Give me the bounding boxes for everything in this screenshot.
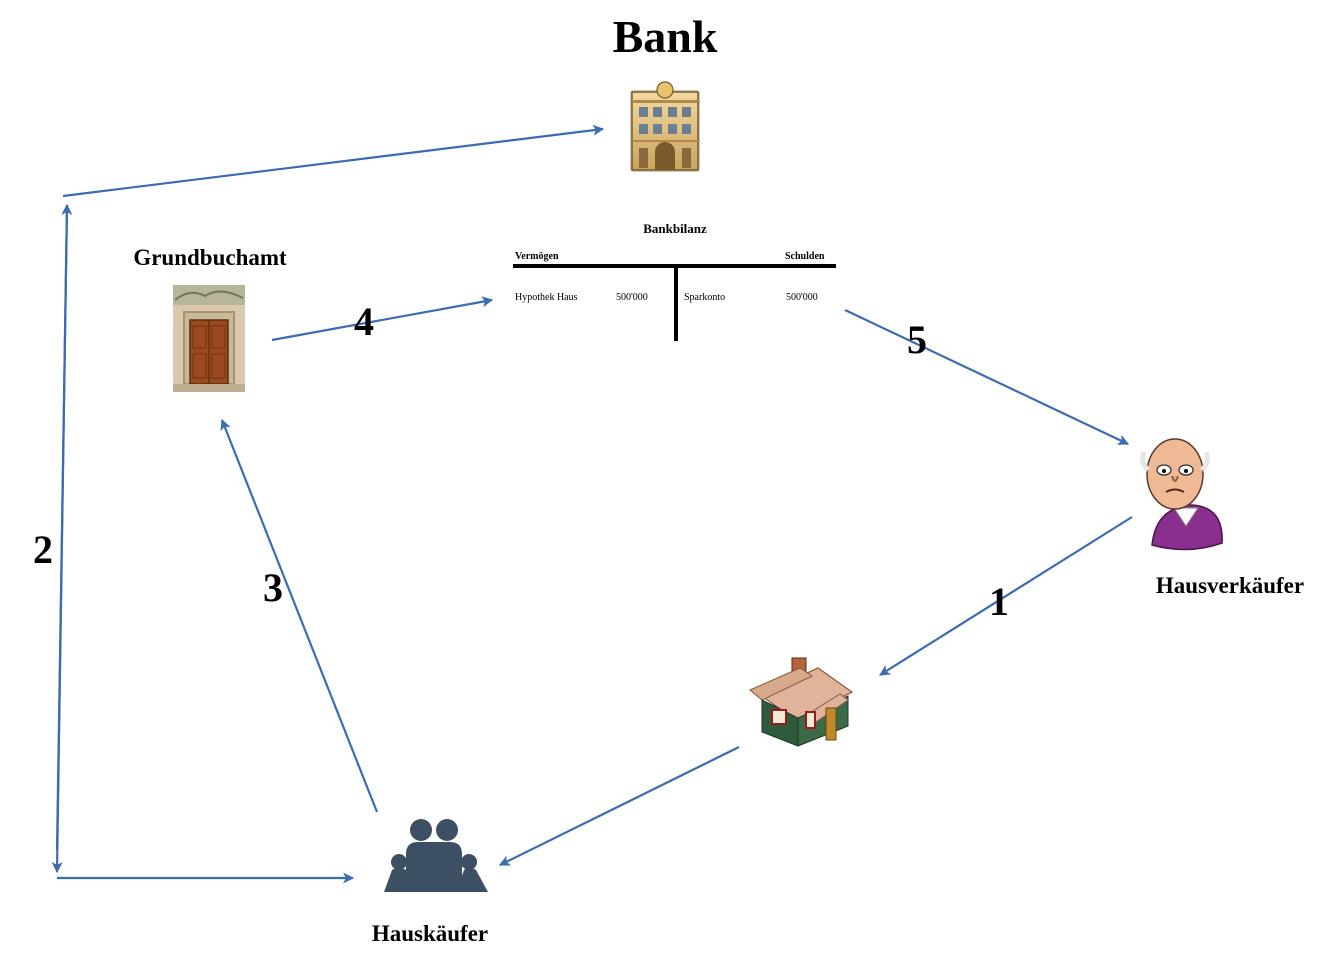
arrow-2-to-bank xyxy=(62,124,605,198)
balance-sheet-assets-header: Vermögen xyxy=(515,251,559,262)
balance-sheet-liabilities-header: Schulden xyxy=(785,251,825,262)
arrow-3-buyer-to-registry xyxy=(220,418,379,813)
arrow-5-balance-to-seller xyxy=(844,309,1129,445)
step-4-label: 4 xyxy=(354,299,374,344)
family-icon xyxy=(384,819,488,892)
old-man-icon xyxy=(1140,438,1223,551)
step-1-label: 1 xyxy=(989,579,1009,624)
arrow-house-to-buyer xyxy=(499,746,740,866)
balance-sheet-liability-value: 500'000 xyxy=(786,292,818,303)
door-icon xyxy=(173,285,245,392)
house-icon xyxy=(749,657,854,747)
balance-sheet-liability-name: Sparkonto xyxy=(684,292,726,303)
arrow-2-vertical-down xyxy=(51,204,69,874)
balance-sheet-lines xyxy=(513,264,836,341)
step-3-label: 3 xyxy=(263,565,283,610)
step-5-label: 5 xyxy=(907,317,927,362)
grundbuchamt-label: Grundbuchamt xyxy=(133,245,287,270)
bank-title: Bank xyxy=(612,11,718,62)
bank-building-icon xyxy=(630,81,700,172)
hauskaeufer-label: Hauskäufer xyxy=(371,921,489,946)
balance-sheet-asset-name: Hypothek Haus xyxy=(515,292,578,303)
hausverkaeufer-label: Hausverkäufer xyxy=(1155,573,1305,598)
step-2-label: 2 xyxy=(33,527,53,572)
arrows xyxy=(51,124,1133,884)
arrow-4-registry-to-balance xyxy=(271,296,494,342)
balance-sheet-title: Bankbilanz xyxy=(643,221,707,236)
arrow-1-seller-to-house xyxy=(879,516,1133,676)
balance-sheet-asset-value: 500'000 xyxy=(616,292,648,303)
